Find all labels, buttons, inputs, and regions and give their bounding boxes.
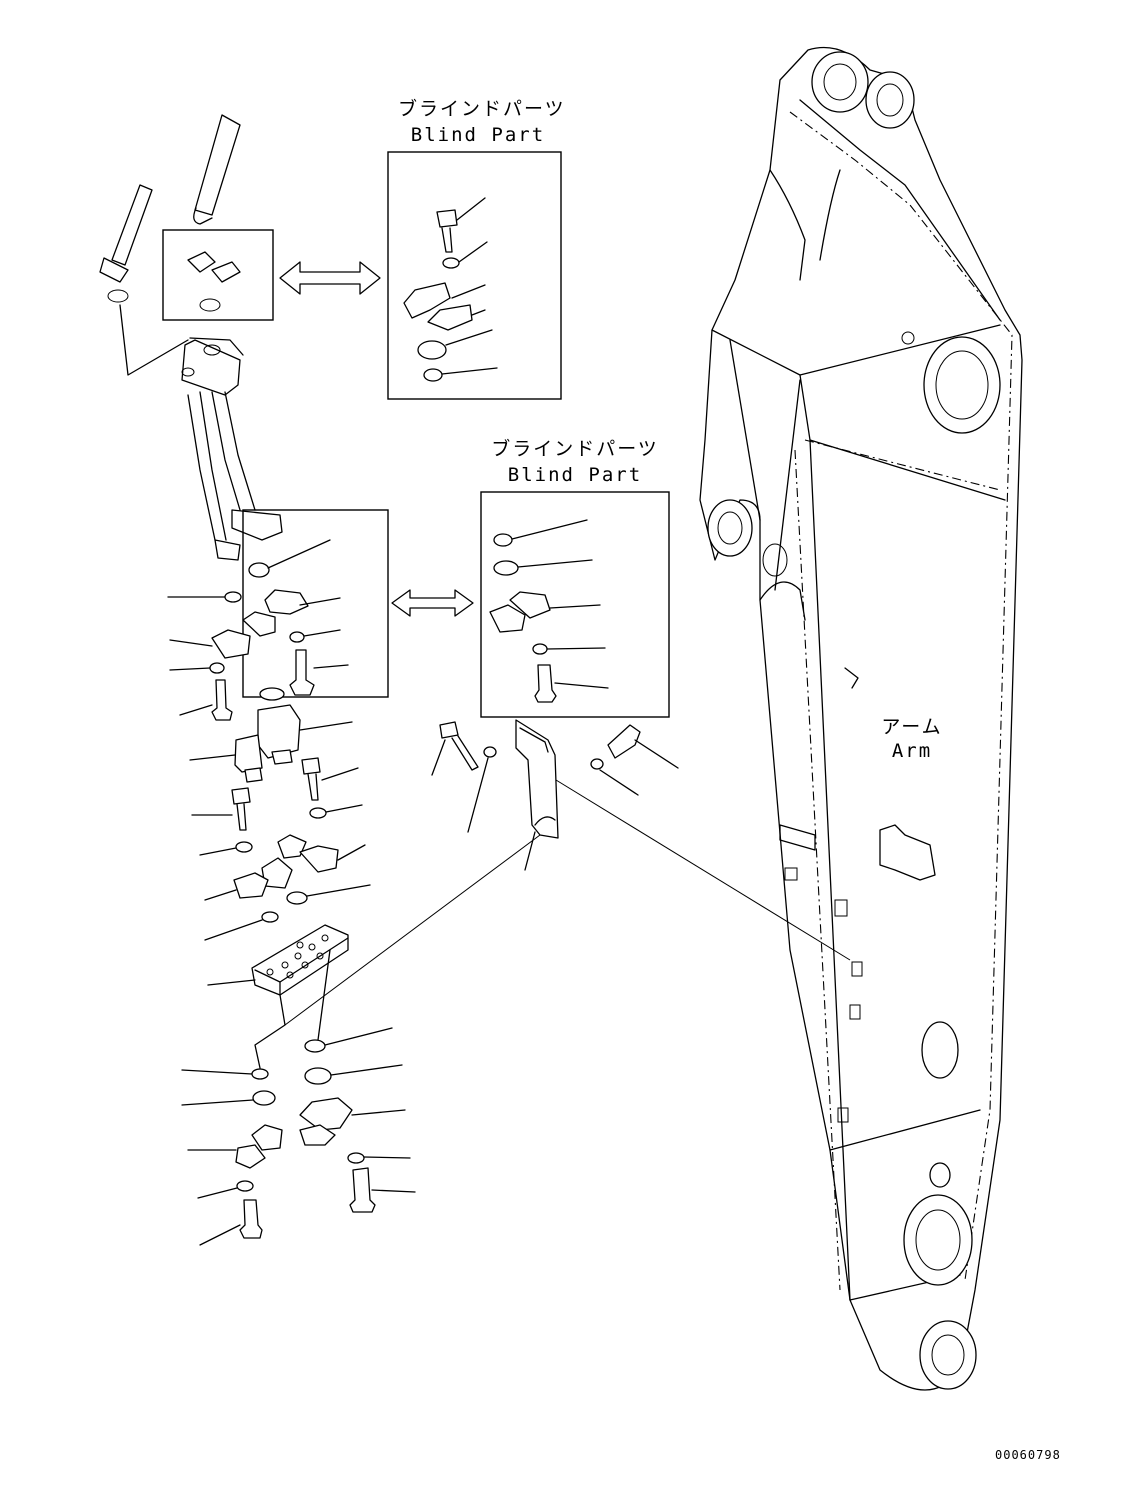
drawing-number: 00060798 <box>995 1448 1061 1462</box>
blind-part-box-1 <box>387 151 562 400</box>
valve-stack <box>167 509 416 1246</box>
hose-assembly <box>99 114 283 561</box>
blind-part-1-label-jp: ブラインドパーツ <box>398 98 566 120</box>
blind-part-box-2 <box>480 491 670 718</box>
valve-callout-box <box>242 509 389 698</box>
blind-part-2-label-en: Blind Part <box>507 464 643 486</box>
hose-callout-box <box>162 229 274 321</box>
arm-label-en: Arm <box>891 740 933 762</box>
mount-bracket <box>284 719 851 1026</box>
blind-part-1-label-en: Blind Part <box>410 124 546 146</box>
arm-assembly <box>699 46 1023 1391</box>
blind-part-2-label-jp: ブラインドパーツ <box>491 438 659 460</box>
double-arrow-icon <box>279 261 381 295</box>
double-arrow-icon-2 <box>391 589 474 617</box>
arm-label-jp: アーム <box>881 716 943 738</box>
